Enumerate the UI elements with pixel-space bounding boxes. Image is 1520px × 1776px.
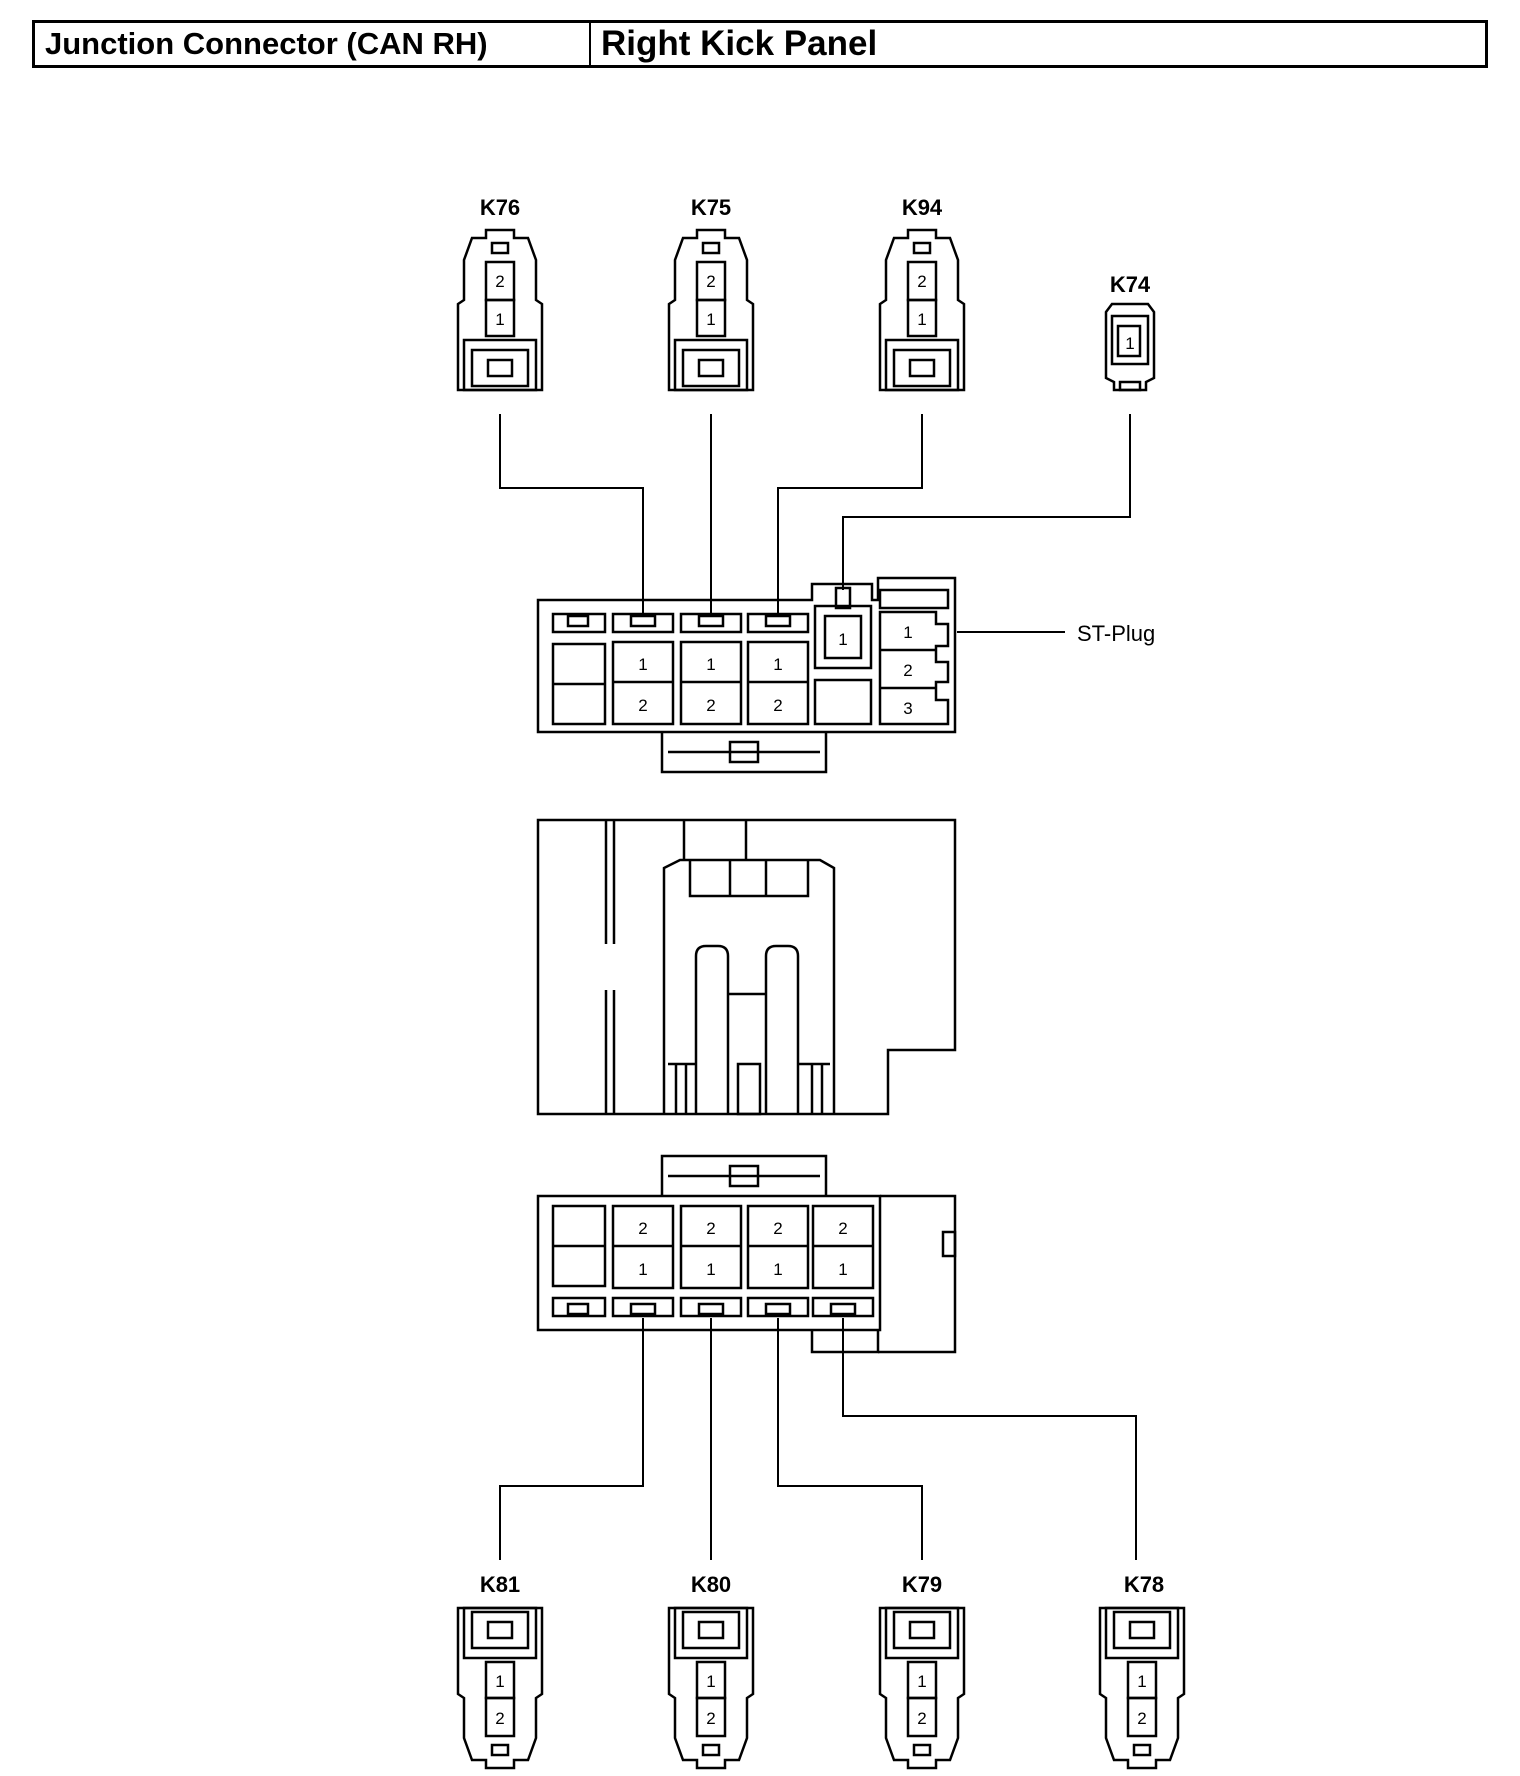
connector-label-k78: K78: [1124, 1572, 1164, 1597]
pin-label: 2: [1137, 1709, 1146, 1728]
junction-connector-lower: 2 1 2 1 2 1 2 1: [536, 1154, 957, 1354]
pin-label: 1: [495, 1672, 504, 1691]
connector-k74: 1: [1104, 302, 1156, 392]
pin-label: 2: [917, 1709, 926, 1728]
connector-k76: 2 1: [456, 228, 544, 392]
connector-k78: 1 2: [1098, 1606, 1186, 1770]
pin-label: 1: [706, 1260, 715, 1279]
pin-label: 1: [495, 310, 504, 329]
pin-label: 1: [773, 655, 782, 674]
pin-label: 2: [638, 696, 647, 715]
connector-label-k79: K79: [902, 1572, 942, 1597]
pin-label: 1: [773, 1260, 782, 1279]
connector-k81: 1 2: [456, 1606, 544, 1770]
pin-label: 2: [706, 696, 715, 715]
pin-label: 2: [495, 272, 504, 291]
pin-label: 1: [903, 623, 912, 642]
pin-label: 1: [706, 310, 715, 329]
pin-label: 1: [917, 1672, 926, 1691]
pin-label: 2: [706, 1709, 715, 1728]
pin-label: 1: [1137, 1672, 1146, 1691]
pin-label: 2: [838, 1219, 847, 1238]
pin-label: 2: [706, 272, 715, 291]
connector-label-k80: K80: [691, 1572, 731, 1597]
pin-label: 3: [903, 699, 912, 718]
connector-k94: 2 1: [878, 228, 966, 392]
connector-label-k74: K74: [1110, 272, 1151, 297]
pin-label: 1: [1125, 334, 1134, 353]
pin-label: 2: [773, 696, 782, 715]
pin-label: 2: [638, 1219, 647, 1238]
pin-label: 2: [773, 1219, 782, 1238]
pin-label: 1: [638, 655, 647, 674]
pin-label: 1: [638, 1260, 647, 1279]
pin-label: 2: [495, 1709, 504, 1728]
title-bar: Junction Connector (CAN RH) Right Kick P…: [32, 20, 1488, 68]
junction-connector-side-view: [536, 818, 957, 1116]
pin-label: 1: [917, 310, 926, 329]
pin-label: 2: [917, 272, 926, 291]
pin-label: 1: [838, 630, 847, 649]
connector-label-k81: K81: [480, 1572, 520, 1597]
connector-label-k76: K76: [480, 195, 520, 220]
st-plug-label: ST-Plug: [1077, 621, 1155, 646]
pin-label: 2: [903, 661, 912, 680]
pin-label: 2: [706, 1219, 715, 1238]
connector-k75: 2 1: [667, 228, 755, 392]
component-name: Junction Connector (CAN RH): [35, 23, 591, 65]
top-wires: [499, 414, 1131, 633]
junction-connector-upper: 1 2 1 2 1 2 1 1 2 3: [536, 576, 957, 774]
connector-label-k75: K75: [691, 195, 731, 220]
pin-label: 1: [706, 655, 715, 674]
pin-label: 1: [838, 1260, 847, 1279]
connector-label-k94: K94: [902, 195, 943, 220]
pin-label: 1: [706, 1672, 715, 1691]
connector-k79: 1 2: [878, 1606, 966, 1770]
bottom-wires: [499, 1318, 1137, 1560]
component-location: Right Kick Panel: [601, 24, 878, 63]
connector-k80: 1 2: [667, 1606, 755, 1770]
